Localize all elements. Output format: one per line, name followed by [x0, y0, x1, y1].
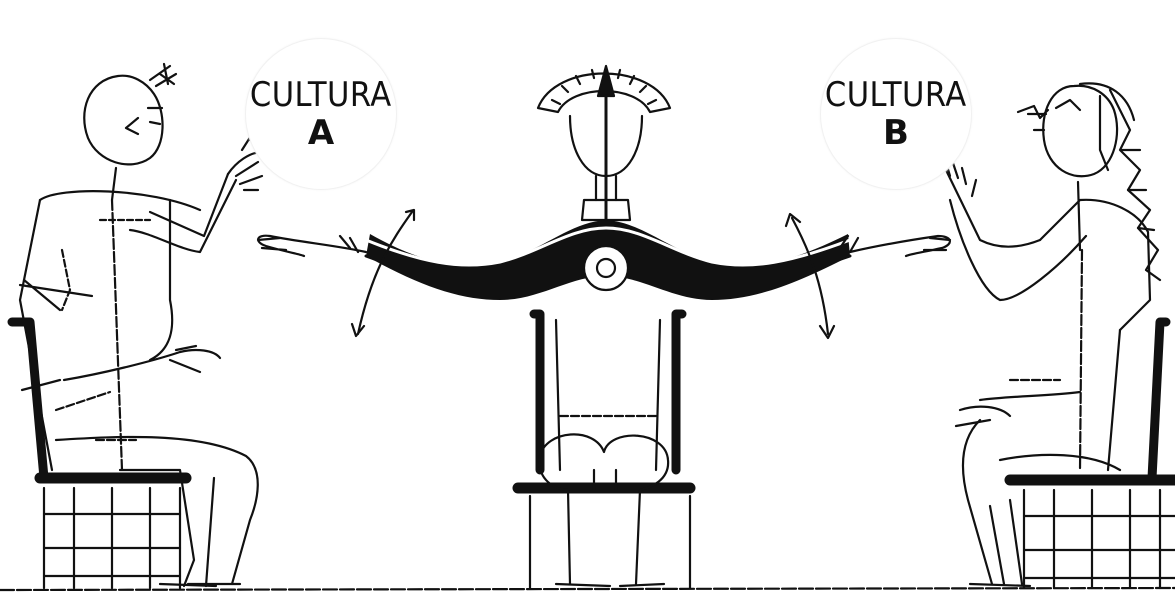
- culture-b-badge: CULTURA B: [820, 38, 972, 190]
- floor-line: [0, 588, 1175, 590]
- left-person: [20, 64, 262, 586]
- culture-a-badge: CULTURA A: [245, 38, 397, 190]
- culture-a-word: CULTURA: [250, 78, 392, 112]
- culture-b-word: CULTURA: [825, 78, 967, 112]
- culture-b-letter: B: [883, 116, 909, 150]
- right-person: [940, 83, 1160, 586]
- left-chair: [12, 322, 186, 588]
- culture-a-letter: A: [308, 116, 334, 150]
